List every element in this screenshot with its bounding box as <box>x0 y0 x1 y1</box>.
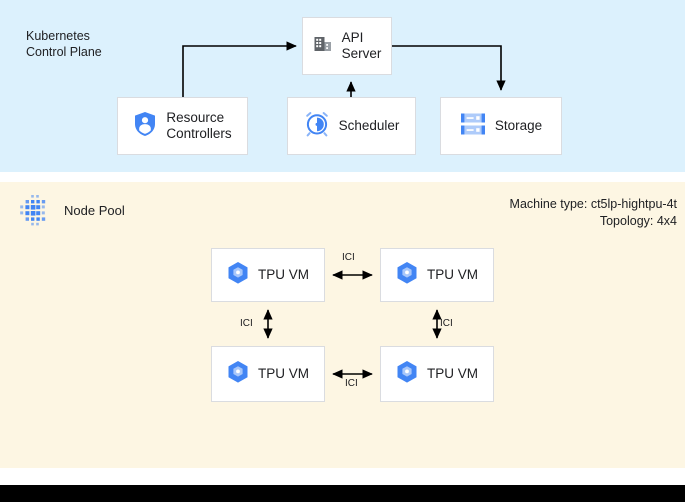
ici-label-right: ICI <box>440 318 453 329</box>
node-pool-panel <box>0 182 685 468</box>
node-label-tpu-vm-3: TPU VM <box>426 366 478 381</box>
server-rack-icon <box>460 112 486 141</box>
node-label-resource-controllers: Resource Controllers <box>166 110 232 141</box>
tpu-hex-icon <box>396 360 418 389</box>
topology-text: Topology: 4x4 <box>599 214 677 228</box>
alarm-clock-icon <box>304 111 330 142</box>
building-icon <box>313 34 333 59</box>
node-box-tpu-vm-0[interactable]: TPU VM <box>211 248 325 302</box>
node-box-resource-controllers[interactable]: Resource Controllers <box>117 97 248 155</box>
tpu-hex-icon <box>227 261 249 290</box>
node-box-tpu-vm-3[interactable]: TPU VM <box>380 346 494 402</box>
node-box-tpu-vm-1[interactable]: TPU VM <box>380 248 494 302</box>
node-box-scheduler[interactable]: Scheduler <box>287 97 416 155</box>
connector-resource-controllers-to-api-server <box>182 41 297 97</box>
dot-cluster-icon <box>14 194 54 237</box>
connector-api-server-to-storage <box>392 45 506 91</box>
node-pool-meta: Machine type: ct5lp-hightpu-4t Topology:… <box>510 196 677 230</box>
machine-type-text: Machine type: ct5lp-hightpu-4t <box>509 197 677 211</box>
node-label-tpu-vm-2: TPU VM <box>257 366 309 381</box>
node-box-tpu-vm-2[interactable]: TPU VM <box>211 346 325 402</box>
ici-label-bottom: ICI <box>345 378 358 389</box>
tpu-hex-icon <box>396 261 418 290</box>
node-label-tpu-vm-0: TPU VM <box>257 267 309 282</box>
node-pool-title: Node Pool <box>64 203 125 218</box>
ici-label-left: ICI <box>240 318 253 329</box>
node-label-api-server: API Server <box>341 30 382 61</box>
shield-user-icon <box>133 111 157 142</box>
bottom-bar <box>0 485 685 502</box>
ici-label-top: ICI <box>342 252 355 263</box>
node-box-api-server[interactable]: API Server <box>302 17 392 75</box>
node-box-storage[interactable]: Storage <box>440 97 562 155</box>
node-label-tpu-vm-1: TPU VM <box>426 267 478 282</box>
node-label-scheduler: Scheduler <box>338 118 400 133</box>
tpu-hex-icon <box>227 360 249 389</box>
control-plane-title: Kubernetes Control Plane <box>26 29 102 59</box>
node-label-storage: Storage <box>494 118 543 133</box>
